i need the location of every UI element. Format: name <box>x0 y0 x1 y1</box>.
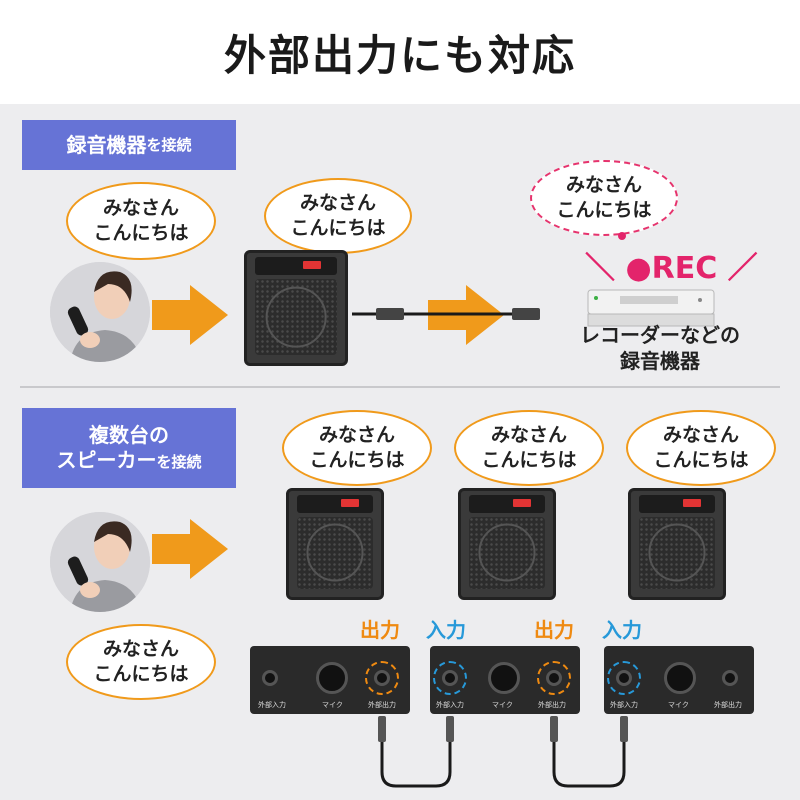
port-label-output-2: 出力 <box>534 618 574 642</box>
ext-out-jack <box>722 670 738 686</box>
ext-out-label: 外部出力 <box>714 701 742 709</box>
mic-jack <box>316 662 348 694</box>
output-port-highlight-1 <box>365 661 399 695</box>
audio-cable <box>380 740 626 788</box>
port-label-input-2: 入力 <box>602 618 642 642</box>
section-label-speakers: 複数台の スピーカーを接続 <box>22 408 236 488</box>
ext-in-jack <box>262 670 278 686</box>
section-divider <box>20 386 780 388</box>
speech-bubble-person: みなさん こんにちは <box>66 182 216 260</box>
section-label-main: 録音機器 <box>66 132 147 157</box>
person-avatar <box>50 262 150 362</box>
person-speaking-icon <box>50 512 150 612</box>
section-label-suffix: を接続 <box>146 135 192 154</box>
speech-bubble-speaker-1: みなさん こんにちは <box>282 410 432 486</box>
page-title: 外部出力にも対応 <box>0 0 800 104</box>
arrow-right-icon <box>152 519 228 579</box>
jack-panel-1: 外部入力 マイク 外部出力 <box>250 646 410 714</box>
ext-in-label: 外部入力 <box>610 701 638 709</box>
speaker-unit-3 <box>628 488 726 600</box>
arrow-right-icon <box>152 285 228 345</box>
mic-jack <box>488 662 520 694</box>
speech-bubble-speaker-3: みなさん こんにちは <box>626 410 776 486</box>
person-avatar-2 <box>50 512 150 612</box>
recorder-icon <box>587 289 715 327</box>
speech-bubble-speaker-2: みなさん こんにちは <box>454 410 604 486</box>
cable-plug-left <box>376 308 404 320</box>
section-label-line2: スピーカー <box>56 448 157 472</box>
speaker-unit-1 <box>286 488 384 600</box>
ext-out-label: 外部出力 <box>368 701 396 709</box>
rec-label: ＼ ●REC ／ <box>585 251 758 286</box>
ext-in-label: 外部入力 <box>258 701 286 709</box>
speech-bubble-recorder: みなさん こんにちは <box>530 160 678 236</box>
cable-plug-right <box>512 308 540 320</box>
speech-bubble-person-2: みなさん こんにちは <box>66 624 216 700</box>
section-label-recorder: 録音機器を接続 <box>22 120 236 170</box>
port-label-output-1: 出力 <box>360 618 400 642</box>
input-port-highlight-1 <box>433 661 467 695</box>
speaker-unit-2 <box>458 488 556 600</box>
speaker-top-arrow-icon <box>618 232 626 240</box>
ext-in-label: 外部入力 <box>436 701 464 709</box>
output-port-highlight-2 <box>537 661 571 695</box>
input-port-highlight-2 <box>607 661 641 695</box>
person-speaking-icon <box>50 262 150 362</box>
mic-label: マイク <box>492 701 513 709</box>
mic-label: マイク <box>668 701 689 709</box>
mic-jack <box>664 662 696 694</box>
speaker-unit <box>244 250 348 366</box>
section-label-line1: 複数台の <box>88 423 169 447</box>
speech-bubble-speaker: みなさん こんにちは <box>264 178 412 254</box>
port-label-input-1: 入力 <box>426 618 466 642</box>
cable-plug <box>378 716 628 742</box>
ext-out-label: 外部出力 <box>538 701 566 709</box>
section-label-suffix: を接続 <box>156 453 202 471</box>
mic-label: マイク <box>322 701 343 709</box>
recorder-caption: レコーダーなどの 録音機器 <box>580 323 740 373</box>
